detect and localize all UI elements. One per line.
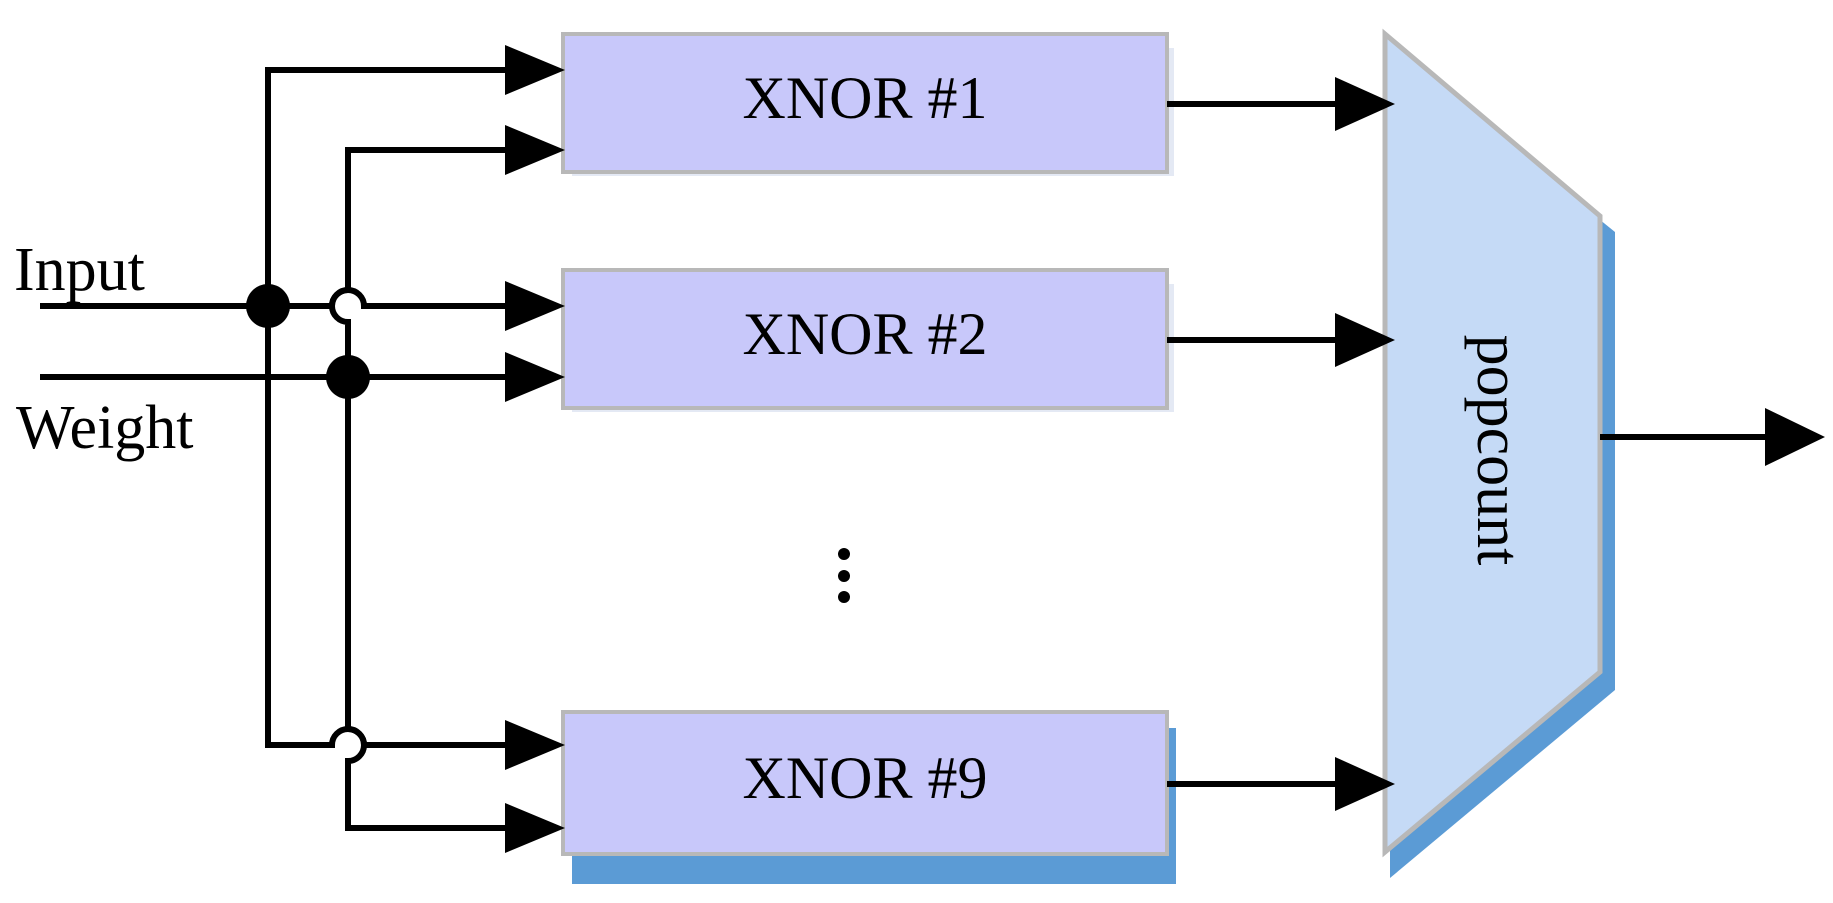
arrow-input-gate9 <box>505 720 565 770</box>
input-label: Input <box>14 236 145 304</box>
xnor-gate-2: XNOR #2 <box>561 268 1169 410</box>
arrow-weight-gate9 <box>505 803 565 853</box>
gate1-output-arrow <box>1335 77 1395 131</box>
arrow-input-gate2 <box>505 281 565 331</box>
weight-bus-down <box>345 377 520 831</box>
ellipsis-dots <box>838 548 850 603</box>
gate2-output-arrow <box>1335 313 1395 367</box>
arrow-weight-gate2 <box>505 352 565 402</box>
input-junction-dot <box>246 284 290 328</box>
xnor-gate-9: XNOR #9 <box>561 710 1169 856</box>
weight-junction-dot <box>326 355 370 399</box>
arrow-weight-gate1 <box>505 125 565 175</box>
weight-bus-up <box>329 147 520 377</box>
input-bus-down <box>265 306 520 748</box>
popcount-block <box>1382 28 1603 858</box>
arrow-input-gate1 <box>505 45 565 95</box>
weight-label: Weight <box>16 394 194 462</box>
popcount-label: popcount <box>1464 335 1532 566</box>
xnor-gate-1-label: XNOR #1 <box>742 65 987 131</box>
input-bus <box>265 67 520 306</box>
xnor-gate-2-label: XNOR #2 <box>742 301 987 367</box>
gate9-output-arrow <box>1335 757 1395 811</box>
xnor-gate-1: XNOR #1 <box>561 32 1169 174</box>
popcount-output-arrow <box>1765 408 1825 466</box>
xnor-gate-9-label: XNOR #9 <box>742 745 987 811</box>
